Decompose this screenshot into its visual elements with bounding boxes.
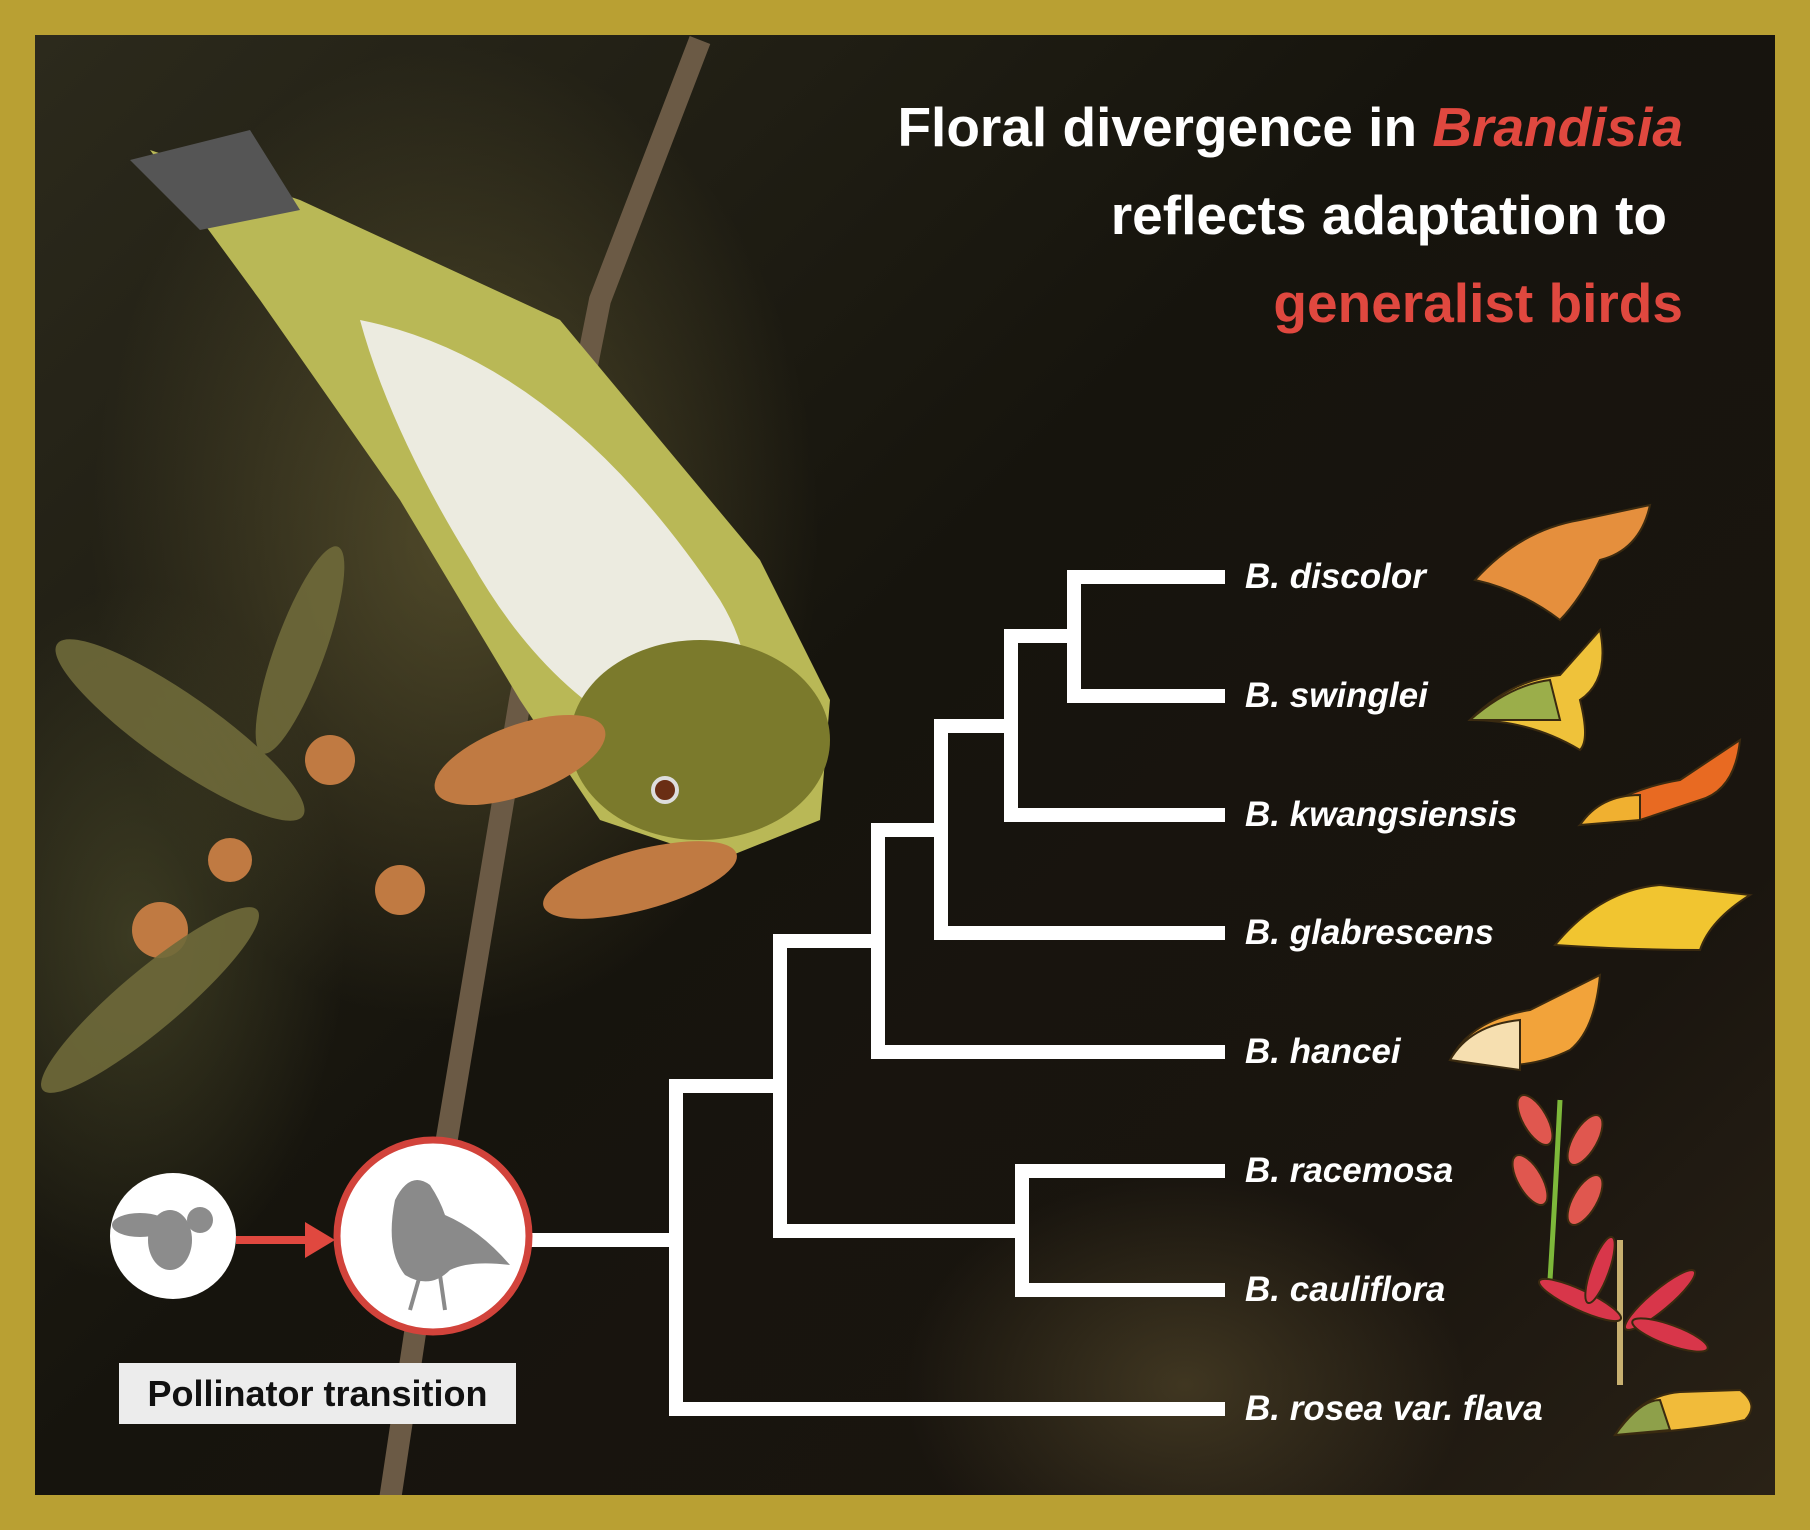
flower-glabrescens-icon [1552, 883, 1753, 952]
flower-discolor-icon [1473, 503, 1652, 622]
photo-background: B. discolor B. swinglei B. kwangsiensis … [35, 35, 1775, 1495]
arrow-icon [236, 1222, 335, 1258]
flower-racemosa-icon [1511, 1094, 1604, 1281]
branch-racemosa-cauliflora [1015, 1164, 1225, 1297]
leaf-label-discolor: B. discolor [1245, 557, 1426, 596]
leaf-label-rosea-flava: B. rosea var. flava [1245, 1389, 1543, 1428]
bird-illustration [130, 130, 830, 860]
leaf-label-racemosa: B. racemosa [1245, 1151, 1454, 1190]
branch-clade-join [773, 934, 1029, 1238]
branch-hancei [871, 823, 1225, 1059]
branch-root [669, 1079, 1225, 1416]
title-line-3: generalist birds [1273, 272, 1683, 334]
leaf-label-swinglei: B. swinglei [1245, 676, 1428, 715]
leaf-label-glabrescens: B. glabrescens [1245, 913, 1494, 952]
title-line-2: reflects adaptation to [1110, 184, 1667, 246]
title-line-1: Floral divergence in Brandisia [897, 95, 1683, 159]
branch-kwangsiensis [1004, 629, 1225, 822]
leaf-label-hancei: B. hancei [1245, 1032, 1401, 1071]
bird-photo [41, 36, 830, 1495]
title-genus: Brandisia [1432, 96, 1683, 158]
leaf-label-cauliflora: B. cauliflora [1245, 1270, 1446, 1309]
title-prefix: Floral divergence in [897, 96, 1433, 158]
flower-cauliflora-icon [1537, 1235, 1709, 1385]
branch-glabrescens [934, 719, 1225, 940]
pollinator-transition-label: Pollinator transition [119, 1363, 516, 1424]
phylogeny-tree [110, 503, 1753, 1437]
branch-discolor-swinglei [1067, 570, 1225, 703]
flower-icons [1448, 503, 1753, 1437]
leaf-label-kwangsiensis: B. kwangsiensis [1245, 795, 1518, 834]
